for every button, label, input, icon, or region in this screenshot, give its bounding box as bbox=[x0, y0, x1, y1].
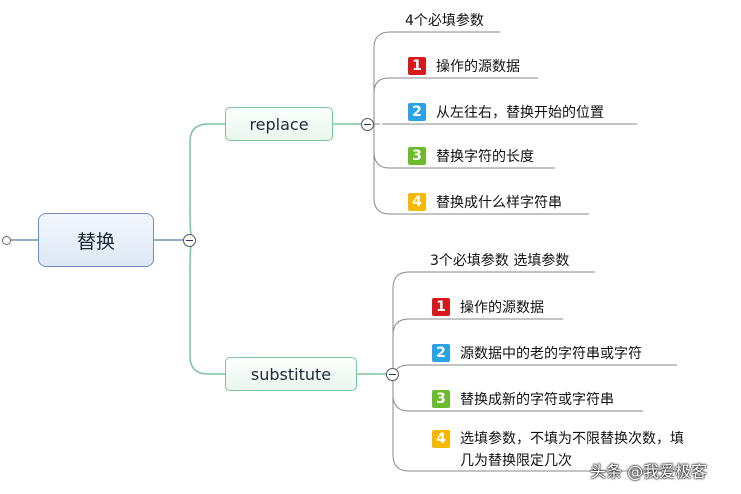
replace-item-1-text: 操作的源数据 bbox=[436, 59, 520, 75]
number-1-icon: 1 bbox=[432, 298, 450, 316]
replace-item-1[interactable]: 1 操作的源数据 bbox=[408, 56, 520, 76]
number-2-icon: 2 bbox=[432, 344, 450, 362]
substitute-header[interactable]: 3个必填参数 选填参数 bbox=[430, 250, 569, 270]
root-collapse-icon[interactable] bbox=[183, 234, 196, 247]
substitute-collapse-icon[interactable] bbox=[386, 368, 399, 381]
replace-item-2[interactable]: 2 从左往右，替换开始的位置 bbox=[408, 102, 604, 122]
substitute-item-3-text: 替换成新的字符或字符串 bbox=[460, 392, 614, 408]
replace-collapse-icon[interactable] bbox=[361, 118, 374, 131]
replace-header-text: 4个必填参数 bbox=[405, 13, 484, 29]
replace-item-2-text: 从左往右，替换开始的位置 bbox=[436, 105, 604, 121]
replace-header[interactable]: 4个必填参数 bbox=[405, 10, 484, 30]
watermark: 头条 @我爱极客 bbox=[590, 462, 708, 481]
branch-replace-label: replace bbox=[249, 114, 309, 134]
number-2-icon: 2 bbox=[408, 103, 426, 121]
root-topic[interactable]: 替换 bbox=[38, 213, 154, 267]
branch-substitute-label: substitute bbox=[250, 364, 332, 384]
number-4-icon: 4 bbox=[408, 193, 426, 211]
root-endpoint-icon[interactable] bbox=[2, 236, 11, 245]
substitute-item-4[interactable]: 4 选填参数，不填为不限替换次数，填几为替换限定几次 bbox=[432, 428, 692, 472]
root-topic-label: 替换 bbox=[76, 230, 115, 253]
number-3-icon: 3 bbox=[432, 390, 450, 408]
replace-item-3[interactable]: 3 替换字符的长度 bbox=[408, 146, 534, 166]
substitute-item-2[interactable]: 2 源数据中的老的字符串或字符 bbox=[432, 343, 642, 363]
replace-item-3-text: 替换字符的长度 bbox=[436, 149, 534, 165]
substitute-item-1[interactable]: 1 操作的源数据 bbox=[432, 297, 544, 317]
number-1-icon: 1 bbox=[408, 57, 426, 75]
substitute-item-3[interactable]: 3 替换成新的字符或字符串 bbox=[432, 389, 614, 409]
branch-substitute[interactable]: substitute bbox=[225, 357, 357, 391]
replace-item-4-text: 替换成什么样字符串 bbox=[436, 195, 562, 211]
substitute-item-1-text: 操作的源数据 bbox=[460, 300, 544, 316]
substitute-header-text: 3个必填参数 选填参数 bbox=[430, 253, 570, 269]
number-3-icon: 3 bbox=[408, 147, 426, 165]
number-4-icon: 4 bbox=[432, 430, 450, 448]
substitute-item-2-text: 源数据中的老的字符串或字符 bbox=[460, 346, 642, 362]
replace-item-4[interactable]: 4 替换成什么样字符串 bbox=[408, 192, 562, 212]
branch-replace[interactable]: replace bbox=[225, 107, 333, 141]
substitute-item-4-text: 选填参数，不填为不限替换次数，填几为替换限定几次 bbox=[460, 431, 684, 469]
